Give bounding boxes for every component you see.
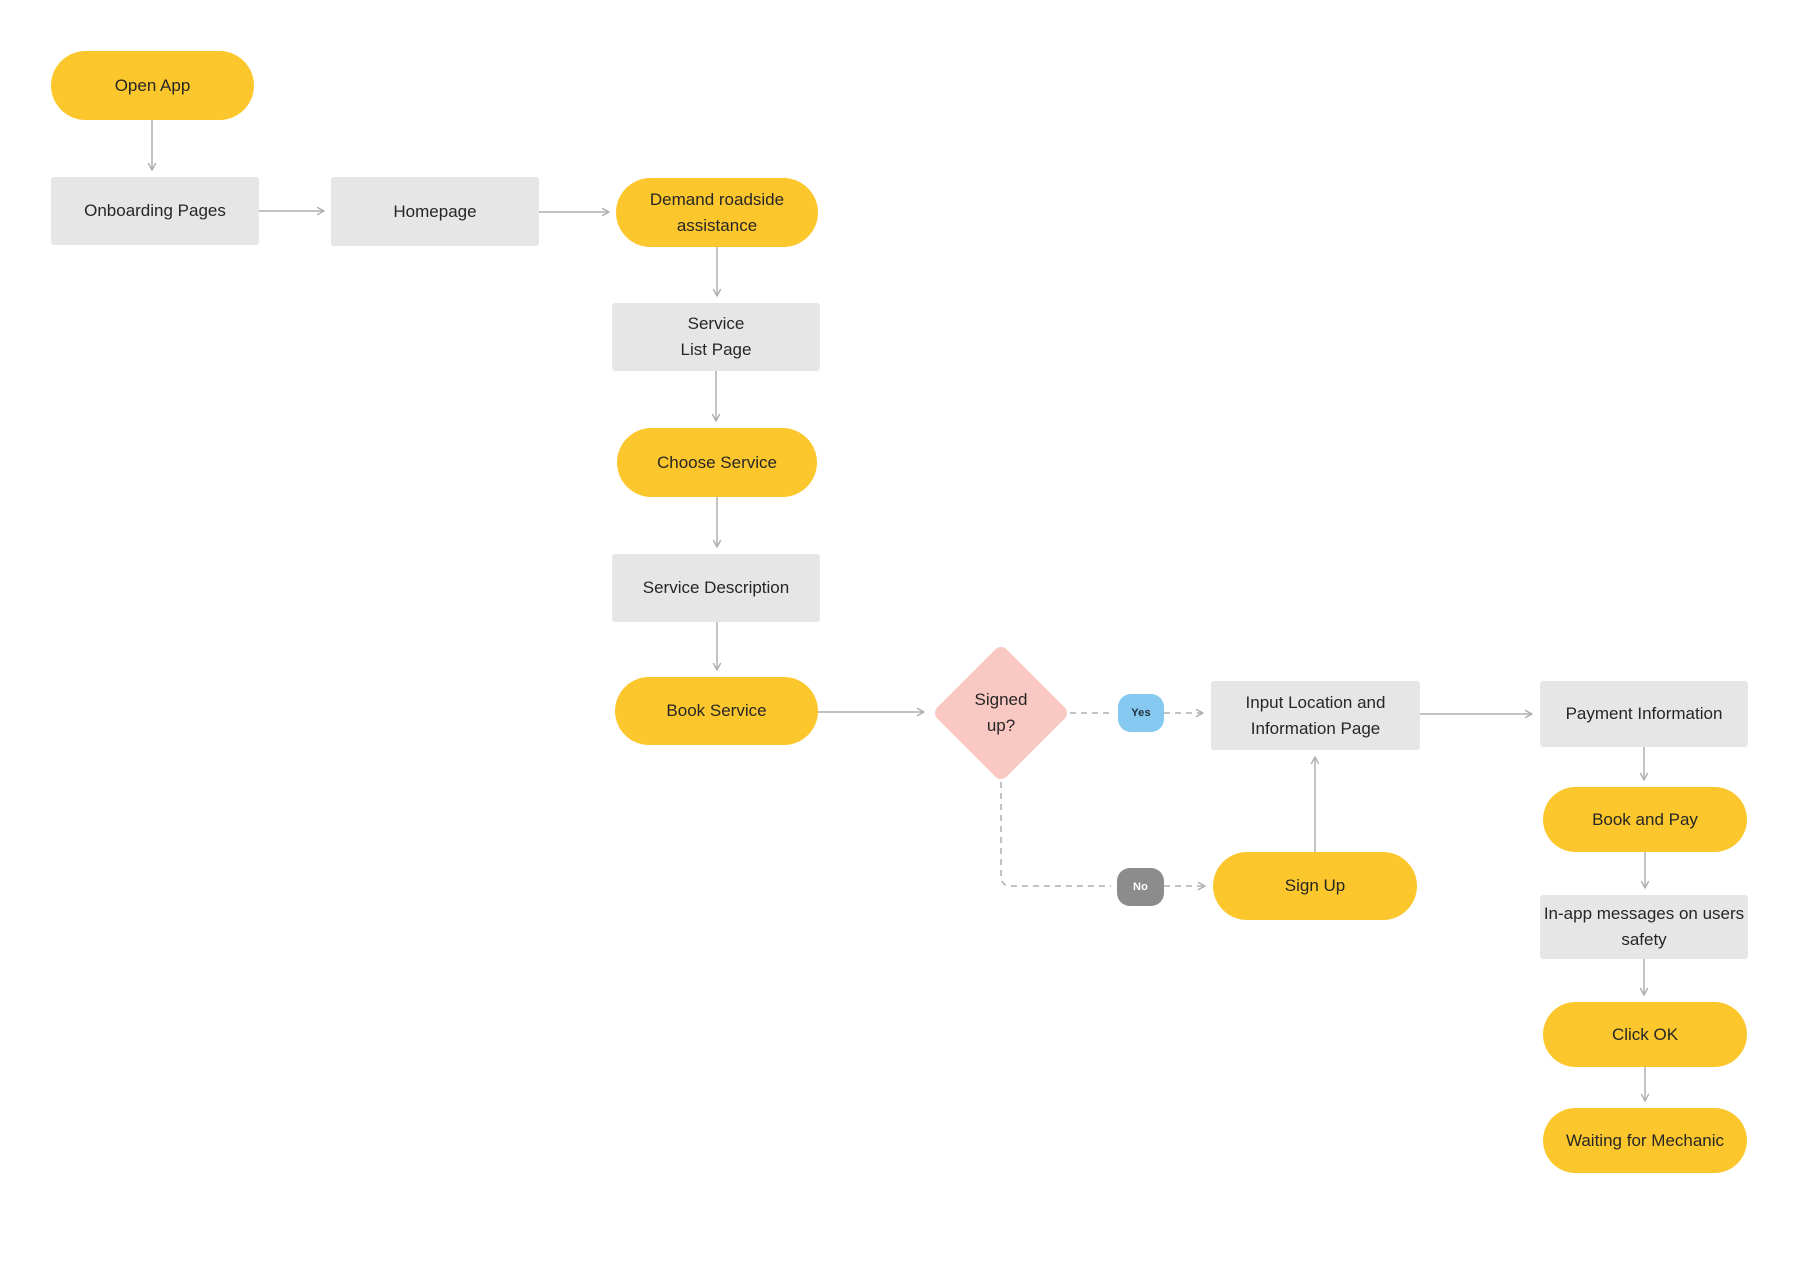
node-open-app[interactable]: Open App <box>51 51 254 120</box>
node-input-location-page[interactable]: Input Location and Information Page <box>1211 681 1420 750</box>
edge-label-no[interactable]: No <box>1117 868 1164 906</box>
edge-label-yes[interactable]: Yes <box>1118 694 1164 732</box>
node-click-ok[interactable]: Click OK <box>1543 1002 1747 1067</box>
node-book-service[interactable]: Book Service <box>615 677 818 745</box>
node-in-app-messages[interactable]: In-app messages on users safety <box>1540 895 1748 959</box>
node-payment-information[interactable]: Payment Information <box>1540 681 1748 747</box>
diamond-label: Signed up? <box>974 690 1028 735</box>
node-service-description[interactable]: Service Description <box>612 554 820 622</box>
edge-signed-up-no-segment <box>1000 782 1111 887</box>
node-choose-service[interactable]: Choose Service <box>617 428 817 497</box>
node-service-list-page[interactable]: Service List Page <box>612 303 820 371</box>
node-sign-up[interactable]: Sign Up <box>1213 852 1417 920</box>
node-homepage[interactable]: Homepage <box>331 177 539 246</box>
node-onboarding-pages[interactable]: Onboarding Pages <box>51 177 259 245</box>
node-signed-up-decision[interactable]: Signed up? <box>931 643 1071 783</box>
node-waiting-for-mechanic[interactable]: Waiting for Mechanic <box>1543 1108 1747 1173</box>
node-demand-roadside-assistance[interactable]: Demand roadside assistance <box>616 178 818 247</box>
node-book-and-pay[interactable]: Book and Pay <box>1543 787 1747 852</box>
